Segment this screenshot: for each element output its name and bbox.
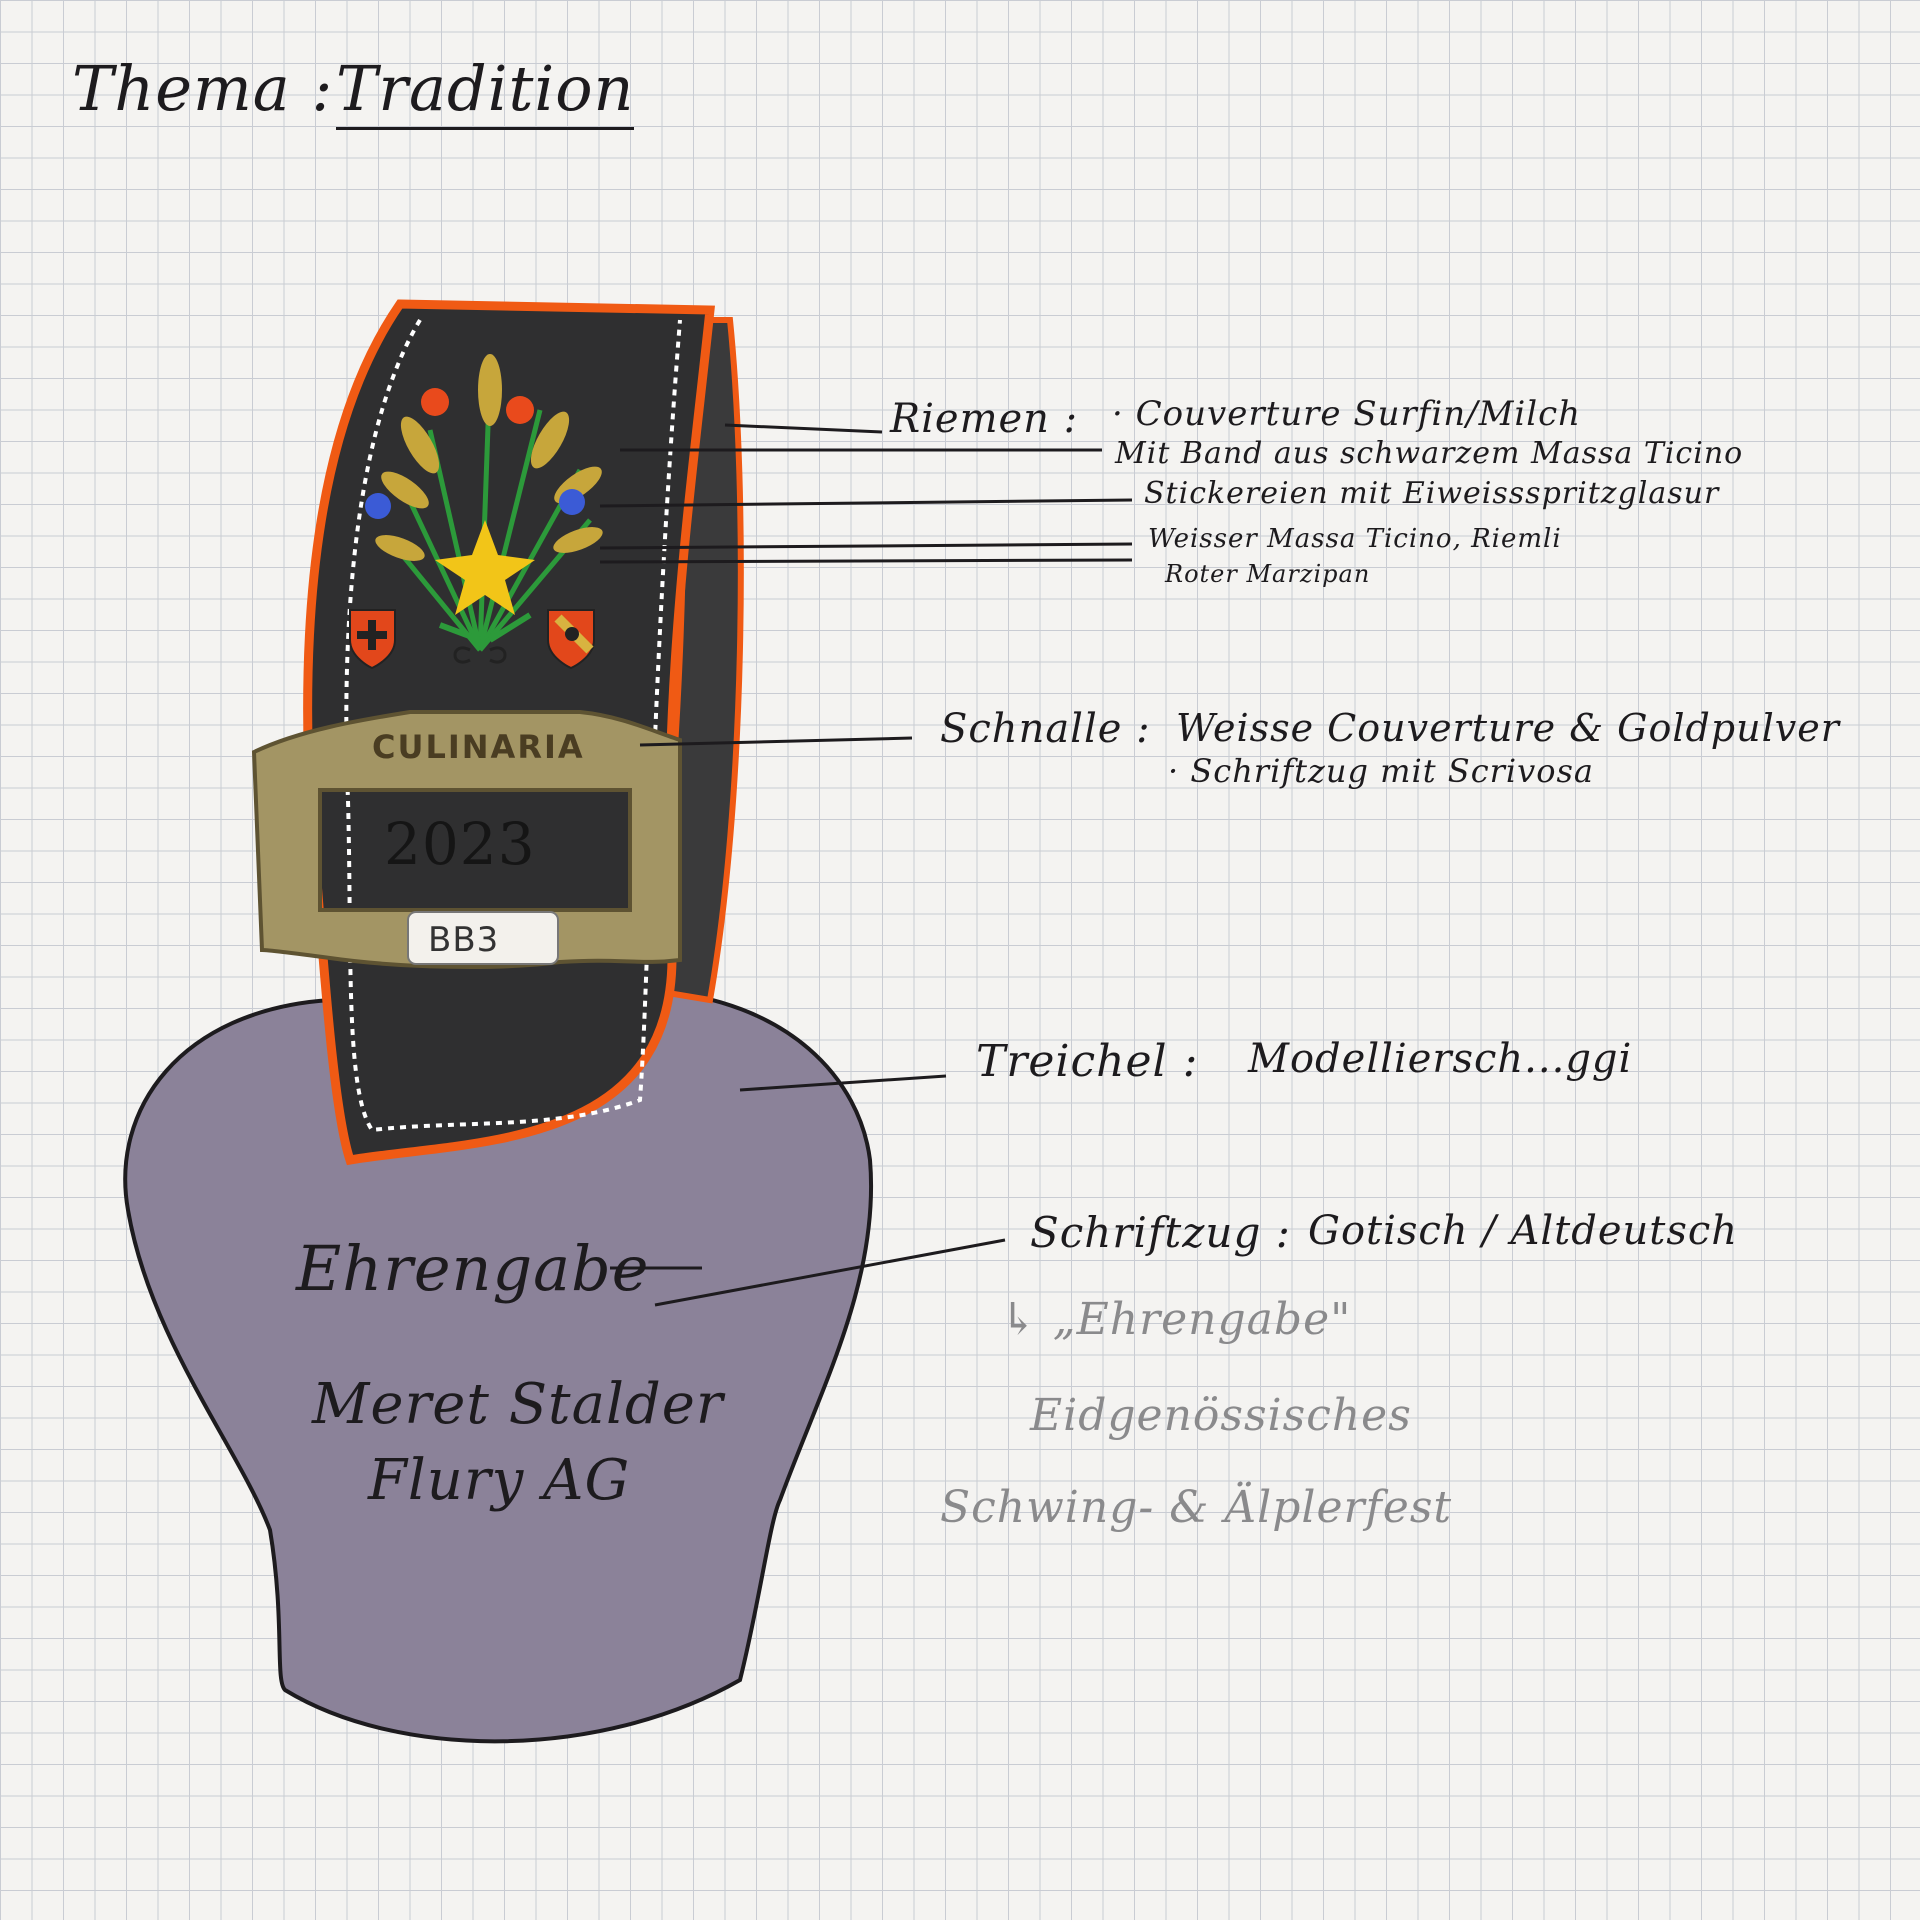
riemen-line: Stickereien mit Eiweissspritzglasur: [1144, 476, 1720, 511]
treichel-label: Treichel :: [976, 1036, 1199, 1087]
theme-value: Tradition: [336, 52, 635, 130]
riemen-line: Roter Marzipan: [1165, 560, 1371, 588]
bell-body: [123, 987, 873, 1744]
theme-title: Thema :: [72, 52, 334, 125]
schriftzug-pencil-line: Eidgenössisches: [1030, 1390, 1412, 1441]
schriftzug-line: Gotisch / Altdeutsch: [1308, 1208, 1739, 1254]
bell-text-line: Meret Stalder: [312, 1372, 724, 1437]
leader-lines: [599, 423, 1133, 1307]
buckle-brand-text: CULINARIA: [372, 728, 585, 766]
schriftzug-pencil-line: ↳ „Ehrengabe": [1000, 1294, 1352, 1345]
schnalle-label: Schnalle :: [940, 706, 1151, 752]
flower-bouquet-icon: [365, 354, 603, 664]
riemen-line: Weisser Massa Ticino, Riemli: [1148, 524, 1562, 554]
riemen-label: Riemen :: [890, 396, 1079, 442]
bern-shield-icon: [547, 609, 595, 670]
bell-text-line: Flury AG: [368, 1448, 631, 1513]
swiss-cross-shield-icon: [349, 609, 396, 670]
riemen-line: Mit Band aus schwarzem Massa Ticino: [1115, 436, 1744, 471]
schnalle-line: Weisse Couverture & Goldpulver: [1176, 706, 1840, 750]
bell-text-line: Ehrengabe: [296, 1232, 650, 1305]
schriftzug-pencil-line: Schwing- & Älplerfest: [940, 1482, 1453, 1533]
buckle: [251, 710, 682, 969]
riemen-line: · Couverture Surfin/Milch: [1112, 394, 1582, 434]
schnalle-line: · Schriftzug mit Scrivosa: [1168, 752, 1594, 790]
buckle-year-text: 2023: [384, 810, 536, 878]
schriftzug-label: Schriftzug :: [1030, 1208, 1291, 1257]
treichel-line: Modelliersch...ggi: [1248, 1036, 1633, 1082]
buckle-tag-text: BB3: [428, 920, 500, 960]
